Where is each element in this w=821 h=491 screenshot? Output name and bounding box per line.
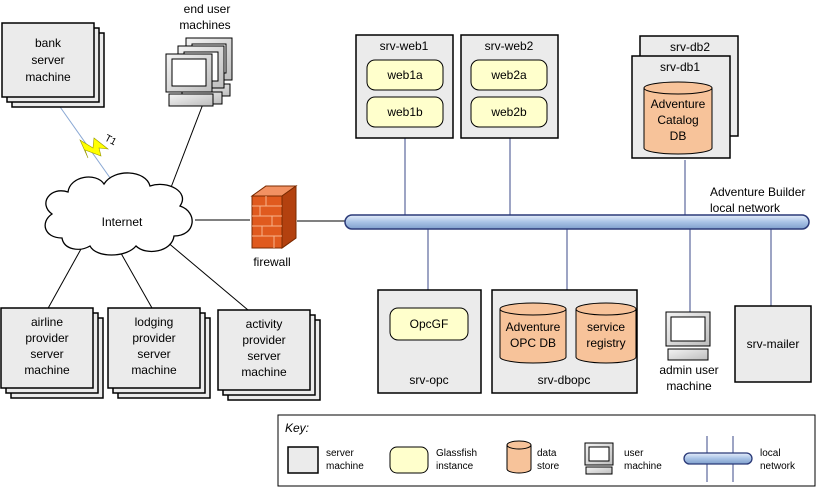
internet-label: Internet bbox=[102, 215, 143, 229]
opc-db-label-1: Adventure bbox=[506, 320, 561, 334]
airline-label-2: provider bbox=[25, 331, 68, 345]
key-server-label-1: server bbox=[326, 448, 354, 459]
key-glassfish-swatch bbox=[389, 446, 429, 474]
key-datastore-label-2: store bbox=[537, 461, 560, 472]
key-user-label-1: user bbox=[624, 448, 644, 459]
service-registry-label-2: registry bbox=[586, 336, 625, 350]
lodging-label-1: lodging bbox=[135, 315, 174, 329]
service-registry-label-1: service bbox=[587, 320, 625, 334]
activity-label-3: server bbox=[247, 349, 280, 363]
srv-db-servers: srv-db2 srv-db1 Adventure Catalog DB bbox=[631, 35, 739, 159]
srv-db1-label: srv-db1 bbox=[660, 60, 700, 74]
firewall: firewall bbox=[250, 185, 298, 269]
airline-label-3: server bbox=[30, 347, 63, 361]
end-user-machines: end user machines bbox=[165, 2, 233, 107]
key-network-swatch bbox=[683, 436, 753, 482]
key-glassfish-label-1: Glassfish bbox=[436, 448, 477, 459]
bank-label-2: server bbox=[31, 53, 64, 67]
lodging-provider-server: lodging provider server machine bbox=[107, 307, 211, 399]
srv-opc-label: srv-opc bbox=[409, 373, 448, 387]
srv-dbopc-label: srv-dbopc bbox=[538, 373, 591, 387]
key-title: Key: bbox=[285, 421, 309, 435]
diagram-key: Key: server machine Glassfish instance d… bbox=[277, 414, 816, 487]
bank-label-1: bank bbox=[35, 36, 62, 50]
activity-provider-server: activity provider server machine bbox=[217, 309, 321, 401]
activity-label-1: activity bbox=[246, 317, 283, 331]
internet-cloud: Internet bbox=[44, 172, 193, 256]
network-label-2: local network bbox=[710, 201, 781, 215]
catalog-db-label-2: Catalog bbox=[657, 113, 698, 127]
key-server-swatch bbox=[287, 446, 319, 474]
lodging-label-3: server bbox=[137, 347, 170, 361]
srv-opc: OpcGF srv-opc bbox=[377, 289, 482, 394]
srv-web1: srv-web1 web1a web1b bbox=[355, 34, 454, 139]
web2b-label: web2b bbox=[490, 105, 527, 119]
activity-label-4: machine bbox=[241, 365, 287, 379]
end-user-label-1: end user bbox=[184, 2, 231, 16]
bank-label-3: machine bbox=[25, 70, 71, 84]
network-label-1: Adventure Builder bbox=[710, 185, 805, 199]
srv-mailer: srv-mailer bbox=[734, 305, 812, 383]
key-computer-icon bbox=[584, 442, 614, 475]
srv-db2-label: srv-db2 bbox=[670, 40, 710, 54]
catalog-db-label-1: Adventure bbox=[651, 97, 706, 111]
srv-web2-label: srv-web2 bbox=[485, 39, 534, 53]
airline-label-1: airline bbox=[31, 315, 63, 329]
key-datastore-swatch bbox=[506, 440, 532, 474]
key-network-label-1: local bbox=[760, 448, 781, 459]
airline-provider-server: airline provider server machine bbox=[0, 307, 104, 399]
web1a-label: web1a bbox=[386, 68, 423, 82]
links bbox=[45, 103, 772, 313]
admin-label-2: machine bbox=[666, 379, 712, 393]
key-network-label-2: network bbox=[760, 461, 796, 472]
lodging-label-2: provider bbox=[132, 331, 175, 345]
firewall-label: firewall bbox=[253, 255, 290, 269]
computer-icon bbox=[165, 53, 214, 107]
admin-user-machine: admin user machine bbox=[659, 311, 719, 393]
srv-web2: srv-web2 web2a web2b bbox=[460, 34, 559, 139]
activity-label-2: provider bbox=[242, 333, 285, 347]
key-glassfish-label-2: instance bbox=[436, 461, 474, 472]
web1b-label: web1b bbox=[386, 105, 423, 119]
key-user-label-2: machine bbox=[624, 461, 662, 472]
key-server-label-2: machine bbox=[326, 461, 364, 472]
key-datastore-label-1: data bbox=[537, 448, 557, 459]
t1-label: T1 bbox=[103, 133, 119, 148]
end-user-label-2: machines bbox=[179, 18, 230, 32]
airline-label-4: machine bbox=[24, 363, 70, 377]
t1-lightning-icon bbox=[79, 137, 110, 159]
opcgf-label: OpcGF bbox=[410, 317, 449, 331]
local-network-bus: Adventure Builder local network bbox=[344, 185, 810, 230]
srv-mailer-label: srv-mailer bbox=[747, 337, 800, 351]
srv-dbopc: Adventure OPC DB service registry srv-db… bbox=[491, 289, 638, 394]
web2a-label: web2a bbox=[490, 68, 527, 82]
srv-web1-label: srv-web1 bbox=[380, 39, 429, 53]
catalog-db-label-3: DB bbox=[670, 129, 687, 143]
opc-db-label-2: OPC DB bbox=[510, 336, 556, 350]
admin-label-1: admin user bbox=[659, 363, 718, 377]
lodging-label-4: machine bbox=[131, 363, 177, 377]
computer-icon bbox=[665, 311, 711, 361]
bank-server-machine: bank server machine bbox=[1, 22, 105, 108]
